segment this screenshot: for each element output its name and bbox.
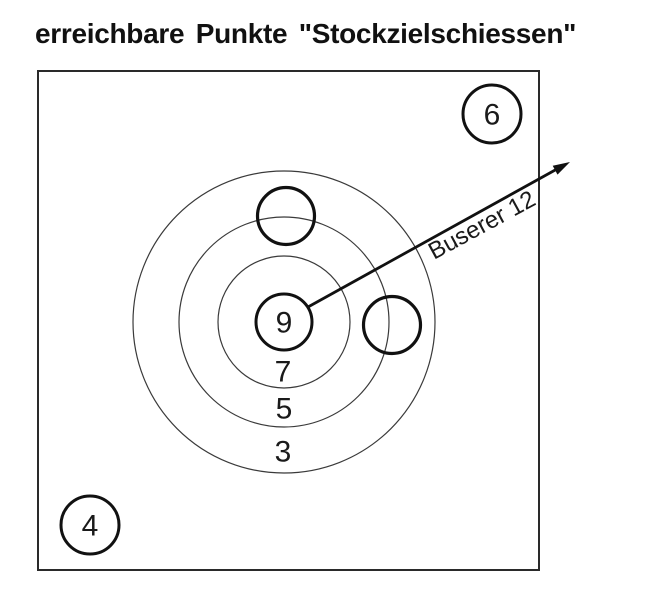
page-title: erreichbare Punkte "Stockzielschiessen" — [35, 18, 577, 49]
center-circle-9 — [254, 292, 314, 352]
label-points-4: 4 — [82, 510, 99, 543]
label-points-9: 9 — [276, 307, 293, 340]
corner-circle-bottom-left — [59, 494, 121, 556]
label-buserer-12: Buserer 12 — [424, 186, 540, 266]
stone-circle-top — [255, 185, 317, 247]
label-points-6: 6 — [484, 99, 501, 132]
label-points-7: 7 — [275, 356, 292, 389]
label-points-3: 3 — [275, 436, 292, 469]
ring-7 — [217, 255, 351, 389]
ring-5 — [178, 216, 390, 428]
ring-3 — [132, 170, 436, 474]
label-points-5: 5 — [276, 393, 293, 426]
corner-circle-top-right — [461, 83, 523, 145]
stone-circle-right — [361, 294, 423, 356]
direction-arrow-head — [552, 162, 570, 175]
direction-arrow-shaft — [307, 167, 558, 309]
field-border — [37, 70, 540, 571]
